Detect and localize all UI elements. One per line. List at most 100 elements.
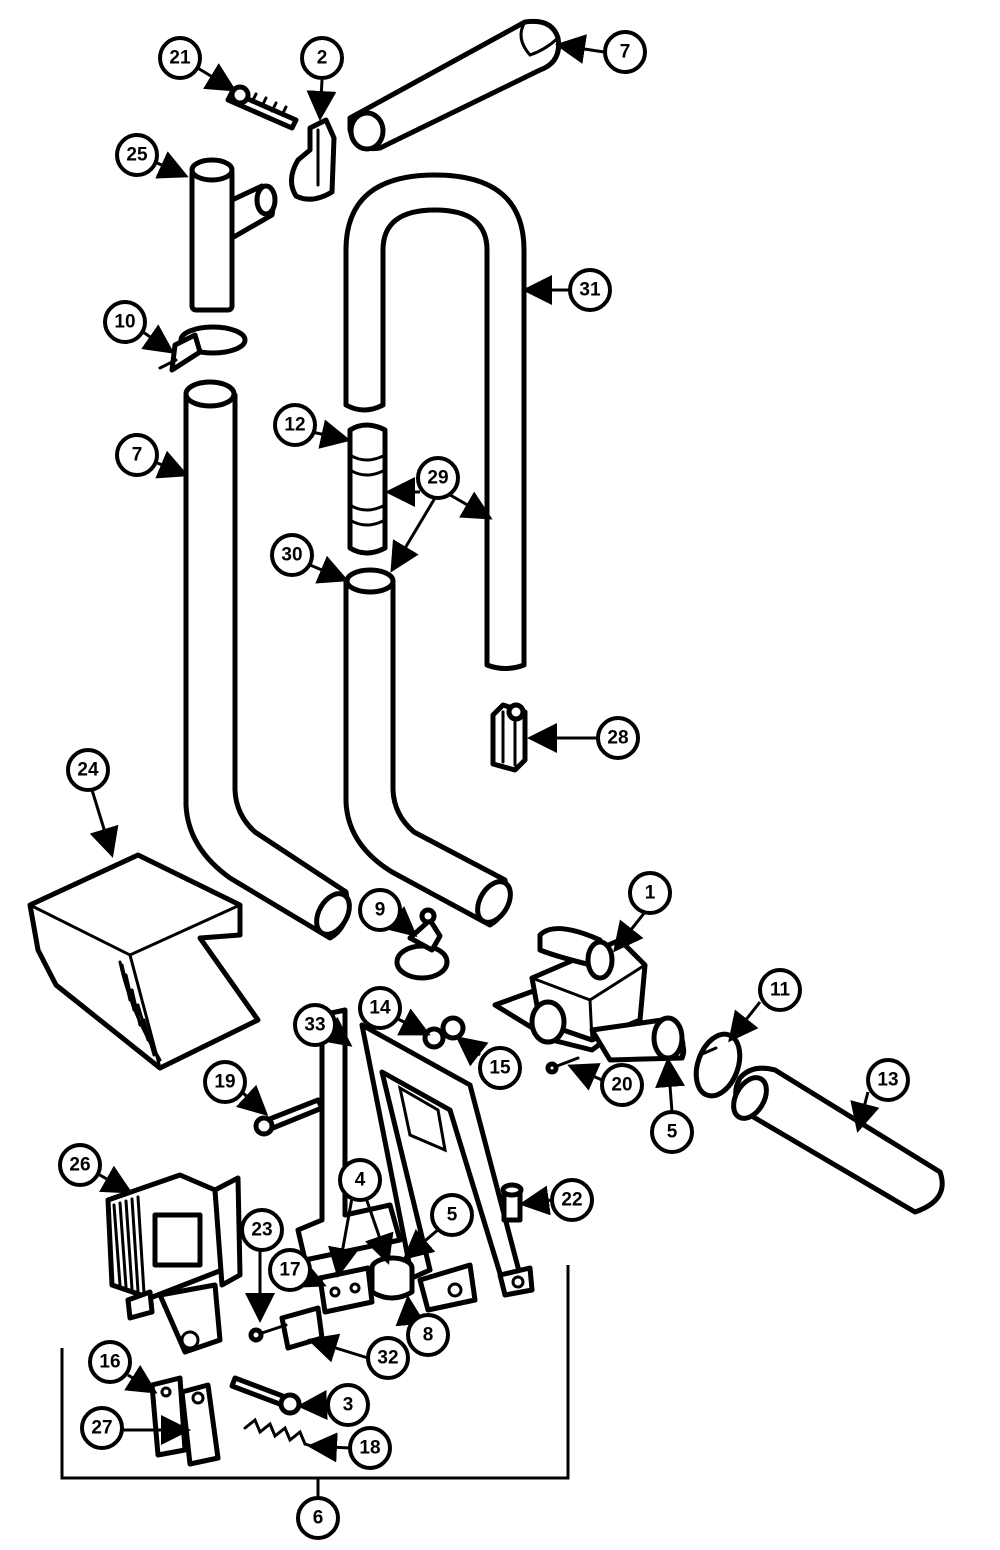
nuts-14-15 xyxy=(422,1015,466,1050)
leader-lines xyxy=(89,34,880,1463)
long-tube-7 xyxy=(183,379,352,941)
svg-text:25: 25 xyxy=(126,145,148,166)
svg-text:19: 19 xyxy=(214,1072,235,1093)
callout-23: 23 xyxy=(240,1208,284,1252)
callout-6: 6 xyxy=(296,1496,340,1540)
hose-clamp-9 xyxy=(394,907,450,981)
svg-text:29: 29 xyxy=(427,468,448,489)
callout-12: 12 xyxy=(273,403,317,447)
svg-text:30: 30 xyxy=(281,545,302,566)
svg-text:1: 1 xyxy=(645,883,656,904)
svg-text:18: 18 xyxy=(359,1438,380,1459)
screw-23 xyxy=(248,1323,288,1343)
clip-2 xyxy=(289,117,337,202)
callout-24: 24 xyxy=(66,748,110,792)
svg-text:23: 23 xyxy=(251,1220,272,1241)
callout-33: 33 xyxy=(293,1003,337,1047)
callout-4: 4 xyxy=(338,1158,382,1202)
callout-19: 19 xyxy=(203,1060,247,1104)
svg-text:4: 4 xyxy=(355,1170,366,1191)
svg-text:14: 14 xyxy=(369,998,391,1019)
svg-text:5: 5 xyxy=(447,1205,458,1226)
callout-2: 2 xyxy=(300,36,344,80)
screw-20 xyxy=(545,1056,580,1075)
callout-18: 18 xyxy=(348,1426,392,1470)
valve-1 xyxy=(492,926,687,1063)
callout-17: 17 xyxy=(268,1248,312,1292)
tube-segment-top xyxy=(347,18,562,152)
spring-18 xyxy=(243,1417,320,1450)
callout-26: 26 xyxy=(58,1143,102,1187)
svg-text:5: 5 xyxy=(667,1122,678,1143)
callout-10: 10 xyxy=(103,300,147,344)
svg-text:21: 21 xyxy=(169,48,191,69)
svg-text:9: 9 xyxy=(375,900,386,921)
svg-text:7: 7 xyxy=(620,42,631,63)
callout-5-valve: 5 xyxy=(650,1110,694,1154)
svg-text:17: 17 xyxy=(279,1260,300,1281)
bolt-22 xyxy=(500,1182,524,1223)
callout-32: 32 xyxy=(366,1336,410,1380)
svg-text:33: 33 xyxy=(304,1015,325,1036)
svg-text:28: 28 xyxy=(607,728,628,749)
callout-15: 15 xyxy=(478,1046,522,1090)
callout-13: 13 xyxy=(866,1058,910,1102)
svg-text:6: 6 xyxy=(313,1508,324,1529)
callout-16: 16 xyxy=(88,1340,132,1384)
svg-text:13: 13 xyxy=(877,1070,898,1091)
tube-13 xyxy=(731,1065,945,1215)
svg-text:15: 15 xyxy=(489,1058,511,1079)
connector-12 xyxy=(347,422,388,556)
callout-7-left: 7 xyxy=(115,433,159,477)
svg-text:26: 26 xyxy=(69,1155,90,1176)
plate-16 xyxy=(149,1375,188,1458)
hose-30 xyxy=(343,567,513,928)
svg-text:22: 22 xyxy=(561,1190,582,1211)
hose-clamp-10 xyxy=(158,324,248,373)
callout-3: 3 xyxy=(326,1383,370,1427)
svg-text:2: 2 xyxy=(317,48,328,69)
callout-29: 29 xyxy=(416,456,460,500)
svg-text:7: 7 xyxy=(132,445,143,466)
callout-7-top: 7 xyxy=(603,30,647,74)
svg-text:20: 20 xyxy=(611,1075,632,1096)
svg-text:24: 24 xyxy=(77,760,99,781)
block-17 xyxy=(317,1265,375,1315)
callout-22: 22 xyxy=(550,1178,594,1222)
svg-text:3: 3 xyxy=(343,1395,354,1416)
motor-26 xyxy=(105,1172,243,1355)
bolt-3 xyxy=(229,1375,302,1416)
screw-21 xyxy=(225,84,299,131)
svg-text:8: 8 xyxy=(423,1325,434,1346)
callout-11: 11 xyxy=(758,968,802,1012)
callout-1: 1 xyxy=(628,871,672,915)
callout-30: 30 xyxy=(270,533,314,577)
svg-text:16: 16 xyxy=(99,1352,120,1373)
svg-text:27: 27 xyxy=(91,1418,112,1439)
callout-20: 20 xyxy=(600,1063,644,1107)
callout-8: 8 xyxy=(406,1313,450,1357)
plate-27 xyxy=(179,1382,221,1467)
cap-5 xyxy=(369,1255,415,1301)
screw-19 xyxy=(253,1097,325,1137)
callout-bubbles: 21 2 7 25 31 10 12 7 29 30 28 24 9 1 11 … xyxy=(58,30,910,1540)
clip-28 xyxy=(490,702,528,773)
u-hose-31 xyxy=(343,172,527,671)
svg-text:12: 12 xyxy=(284,415,305,436)
tee-fitting-25 xyxy=(189,157,278,313)
svg-text:11: 11 xyxy=(770,980,791,1001)
svg-text:31: 31 xyxy=(579,280,601,301)
callout-25: 25 xyxy=(115,133,159,177)
callout-31: 31 xyxy=(568,268,612,312)
cover-box-24 xyxy=(27,852,261,1071)
callout-28: 28 xyxy=(596,716,640,760)
callout-14: 14 xyxy=(358,986,402,1030)
callout-27: 27 xyxy=(80,1406,124,1450)
svg-text:32: 32 xyxy=(377,1348,398,1369)
callout-5-cap: 5 xyxy=(430,1193,474,1237)
callout-21: 21 xyxy=(158,36,202,80)
svg-text:10: 10 xyxy=(114,312,135,333)
callout-9: 9 xyxy=(358,888,402,932)
